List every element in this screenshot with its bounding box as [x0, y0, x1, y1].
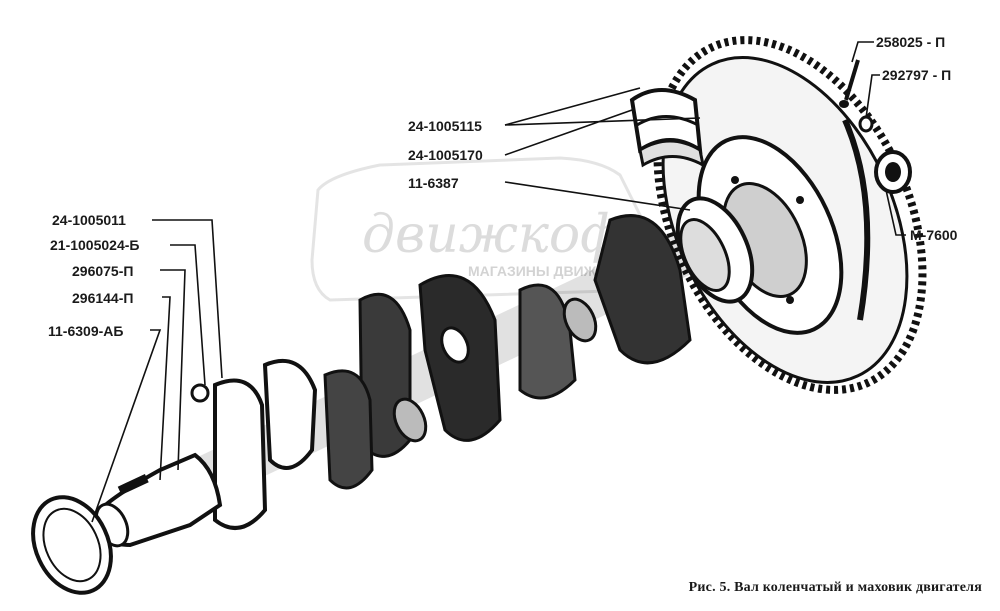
- label-296075: 296075-П: [72, 263, 133, 279]
- label-11-6309-ab: 11-6309-АБ: [48, 323, 123, 339]
- label-24-1005115: 24-1005115: [408, 118, 482, 134]
- part-labels: 258025 - П 292797 - П 24-1005115 24-1005…: [48, 34, 958, 339]
- label-296144: 296144-П: [72, 290, 133, 306]
- watermark-subtitle: МАГАЗИНЫ ДВИЖКОФ: [468, 263, 628, 279]
- figure-caption: Рис. 5. Вал коленчатый и маховик двигате…: [688, 580, 982, 595]
- label-292797: 292797 - П: [882, 67, 951, 83]
- label-11-6387: 11-6387: [408, 175, 459, 191]
- label-21-1005024-b: 21-1005024-Б: [50, 237, 139, 253]
- label-m-7600: М-7600: [910, 227, 958, 243]
- label-24-1005170: 24-1005170: [408, 147, 483, 163]
- label-258025: 258025 - П: [876, 34, 945, 50]
- watermark-text: движкоф: [362, 205, 621, 265]
- label-24-1005011: 24-1005011: [52, 212, 126, 228]
- leader-lines: [91, 41, 906, 523]
- thrust-washer: [31, 495, 113, 595]
- crankshaft: [94, 196, 755, 548]
- bearing-shells: [629, 88, 706, 168]
- flywheel: [653, 36, 927, 394]
- pilot-bearing: [874, 150, 912, 194]
- watermark: движкоф МАГАЗИНЫ ДВИЖКОФ: [310, 156, 642, 302]
